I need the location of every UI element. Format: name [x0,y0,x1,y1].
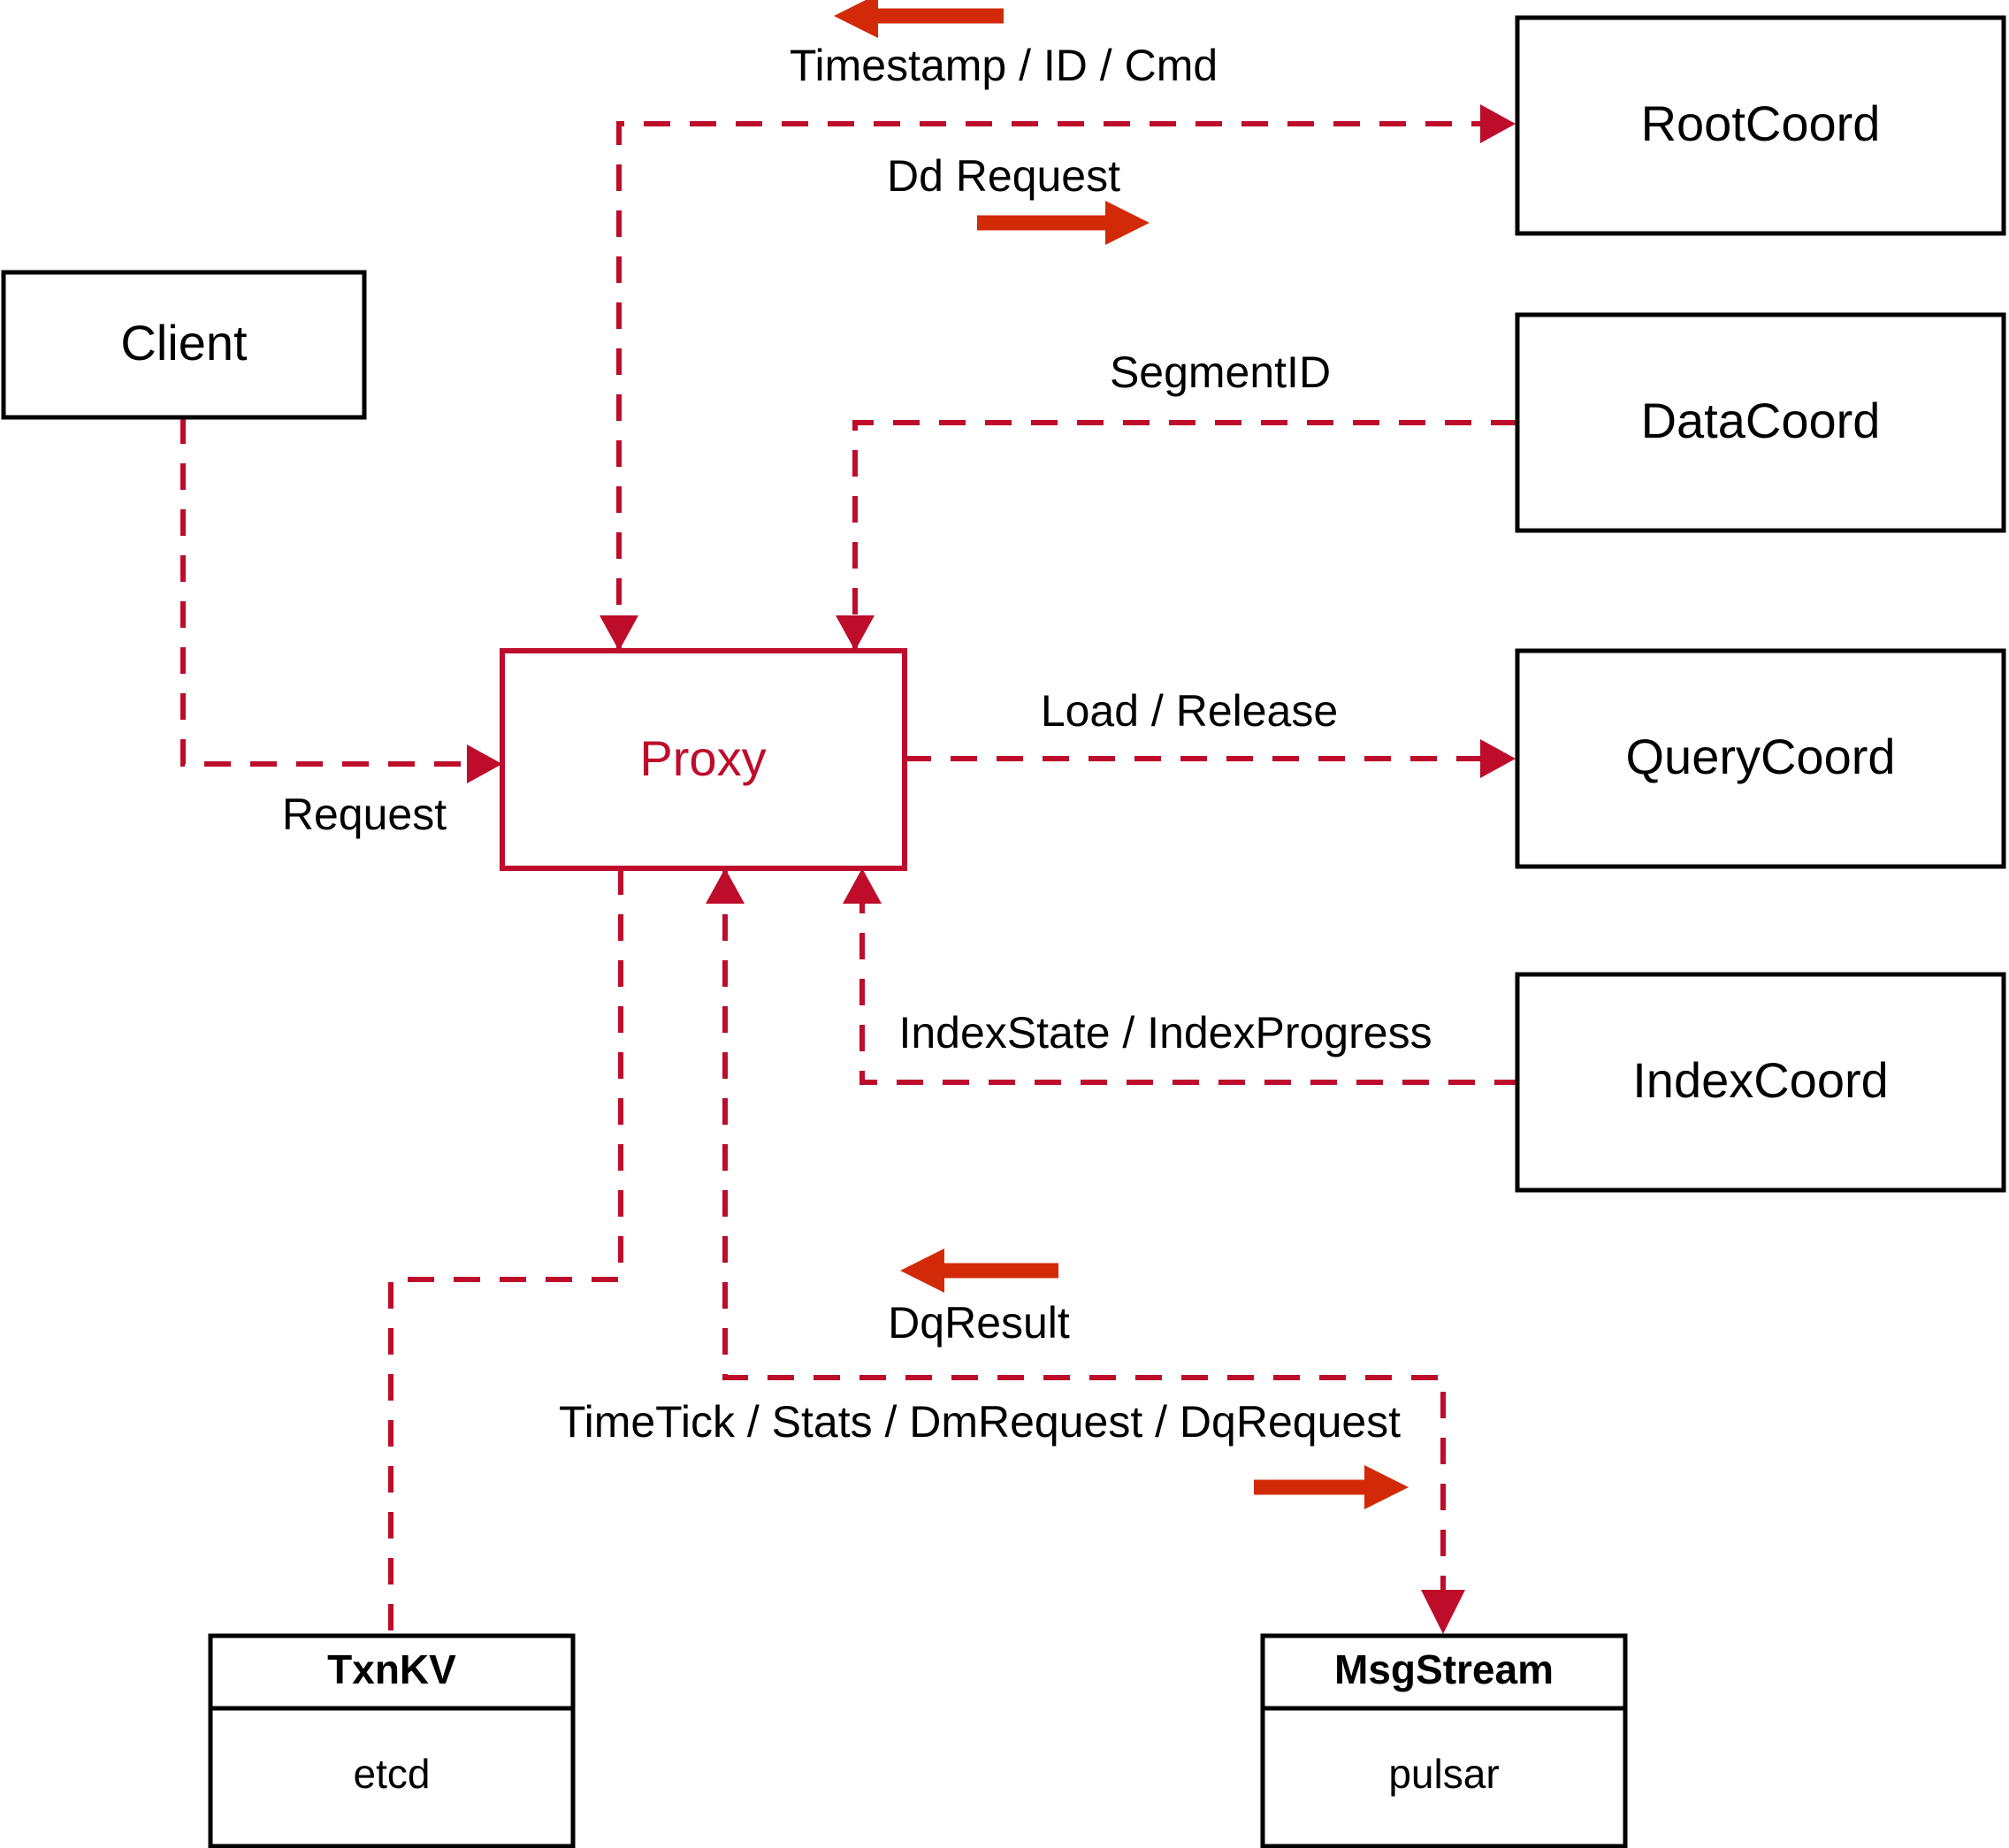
node-rootcoord[interactable]: RootCoord [1515,15,2006,236]
edge-label-request: Request [282,790,447,839]
edge-client-to-proxy-path [180,417,482,767]
direction-arrow-timestamp-left [834,0,1004,38]
node-rootcoord-box[interactable] [1515,15,2006,236]
direction-arrow-dd-request-head [1105,201,1150,245]
direction-arrow-dqresult-left [900,1249,1058,1293]
edge-proxy-to-rootcoord-path [616,121,1494,651]
direction-arrow-timestamp-head [834,0,878,38]
edge-client-to-proxy: Request [180,417,502,839]
edge-proxy-to-msgstream-arrowhead [1421,1590,1465,1634]
node-txnkv-title: TxnKV [327,1646,456,1692]
edge-datacoord-to-proxy: SegmentID [836,347,1517,651]
node-datacoord[interactable]: DataCoord [1515,312,2006,533]
node-client-box[interactable] [1,270,367,420]
direction-arrow-timetick-head [1364,1465,1409,1509]
edge-indexcoord-to-proxy-path [859,868,1521,1085]
node-indexcoord[interactable]: IndexCoord [1515,972,2006,1193]
edge-label-dqresult: DqResult [888,1298,1070,1348]
node-datacoord-label: DataCoord [1641,393,1881,448]
edge-rootcoord-to-proxy-arrowhead [600,615,638,651]
node-client-label: Client [120,315,248,370]
node-msgstream-impl: pulsar [1388,1751,1499,1797]
node-querycoord[interactable]: QueryCoord [1515,648,2006,869]
edge-proxy-to-txnkv-path [388,868,623,1636]
node-querycoord-box[interactable] [1515,648,2006,869]
edge-proxy-to-rootcoord: Timestamp / ID / Cmd Dd Request [600,41,1516,651]
node-txnkv-impl: etcd [354,1751,431,1797]
edge-proxy-to-rootcoord-arrowhead [1480,104,1516,143]
edge-label-dd-request: Dd Request [887,151,1120,201]
node-querycoord-label: QueryCoord [1625,729,1895,784]
edge-datacoord-to-proxy-arrowhead [836,615,875,651]
edge-label-segmentid: SegmentID [1110,347,1331,397]
node-indexcoord-box[interactable] [1515,972,2006,1193]
edge-label-load-release: Load / Release [1041,686,1338,736]
node-datacoord-box[interactable] [1515,312,2006,533]
node-msgstream[interactable]: MsgStream pulsar [1260,1633,1628,1848]
edge-proxy-to-txnkv [388,868,623,1636]
direction-arrow-dqresult-head [900,1249,944,1293]
edge-datacoord-to-proxy-path [852,420,1517,651]
node-indexcoord-label: IndexCoord [1632,1052,1889,1108]
direction-arrow-timetick-right [1254,1465,1409,1509]
edge-msgstream-to-proxy-arrowhead [706,868,745,904]
edge-label-timestamp-id-cmd: Timestamp / ID / Cmd [790,41,1218,90]
edge-label-indexstate-indexprogress: IndexState / IndexProgress [898,1008,1432,1058]
node-rootcoord-label: RootCoord [1641,95,1881,151]
edge-indexcoord-to-proxy-arrowhead [843,868,882,904]
node-txnkv[interactable]: TxnKV etcd [208,1633,576,1848]
edge-client-to-proxy-arrowhead [467,745,502,783]
node-proxy[interactable]: Proxy [500,648,907,871]
edge-proxy-to-querycoord-arrowhead [1480,739,1516,778]
edge-proxy-msgstream: DqResult TimeTick / Stats / DmRequest / … [559,868,1465,1634]
edge-indexcoord-to-proxy: IndexState / IndexProgress [843,868,1521,1085]
edge-label-timetick-stats: TimeTick / Stats / DmRequest / DqRequest [559,1397,1401,1447]
node-proxy-label: Proxy [639,730,766,786]
node-client[interactable]: Client [1,270,367,420]
edge-proxy-msgstream-path [722,868,1446,1607]
node-msgstream-title: MsgStream [1334,1646,1554,1692]
direction-arrow-dd-request-right [977,201,1150,245]
node-txnkv-box[interactable] [208,1633,576,1848]
node-proxy-box[interactable] [500,648,907,871]
node-msgstream-box[interactable] [1260,1633,1628,1848]
edge-proxy-to-querycoord: Load / Release [905,686,1516,778]
